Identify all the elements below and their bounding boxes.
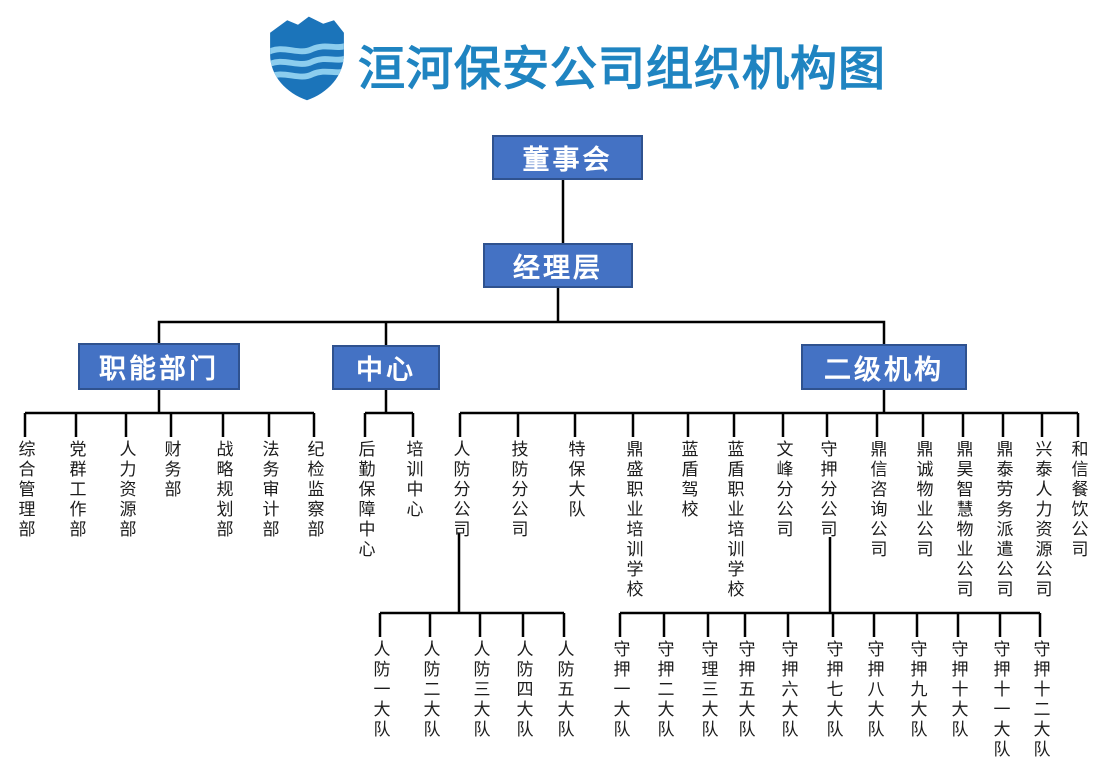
company-shield-logo-icon [270,16,344,101]
connector-center-rail [363,390,415,437]
node-board: 董事会 [492,135,643,180]
functional-dept-label: 法务审计部 [259,440,279,540]
renfang-team-label: 人防二大队 [420,640,440,740]
shouya-team-label: 守押七大队 [823,640,843,740]
functional-dept-label: 人力资源部 [116,440,136,540]
shouya-team-label: 守押二大队 [654,640,674,740]
secondary-org-label: 鼎昊智慧物业公司 [953,440,973,600]
secondary-org-label: 技防分公司 [508,440,528,540]
center-unit-label: 后勤保障中心 [355,440,375,560]
node-centers: 中心 [332,345,440,390]
secondary-org-label: 文峰分公司 [773,440,793,540]
shouya-team-label: 守押五大队 [735,640,755,740]
shouya-team-label: 守押十二大队 [1030,640,1050,760]
renfang-team-label: 人防一大队 [370,640,390,740]
functional-dept-label: 综合管理部 [15,440,35,540]
connector-secondary-rail [458,390,1080,437]
secondary-org-label: 特保大队 [565,440,585,520]
shouya-team-label: 守理三大队 [698,640,718,740]
secondary-org-label: 鼎诚物业公司 [913,440,933,560]
functional-dept-label: 党群工作部 [66,440,86,540]
secondary-org-label: 蓝盾职业培训学校 [724,440,744,600]
shouya-team-label: 守押十一大队 [990,640,1010,760]
renfang-team-label: 人防四大队 [513,640,533,740]
secondary-org-label: 鼎盛职业培训学校 [623,440,643,600]
renfang-team-label: 人防三大队 [470,640,490,740]
connector-functional-rail [23,390,316,437]
shouya-team-label: 守押九大队 [907,640,927,740]
node-management: 经理层 [483,243,633,288]
shouya-team-label: 守押十大队 [948,640,968,740]
secondary-org-label: 鼎信咨询公司 [867,440,887,560]
node-functional-departments: 职能部门 [78,343,240,390]
secondary-org-label: 鼎泰劳务派遣公司 [993,440,1013,600]
secondary-org-label: 兴泰人力资源公司 [1032,440,1052,600]
connector-renfang-rail [378,533,566,637]
shouya-team-label: 守押六大队 [778,640,798,740]
secondary-org-label: 人防分公司 [450,440,470,540]
connector-shouya-rail [618,537,1042,637]
renfang-team-label: 人防五大队 [554,640,574,740]
node-secondary-organizations: 二级机构 [801,344,967,390]
connector-management-branches [157,288,886,345]
secondary-org-label: 和信餐饮公司 [1068,440,1088,560]
functional-dept-label: 财务部 [161,440,181,500]
shouya-team-label: 守押八大队 [864,640,884,740]
functional-dept-label: 战略规划部 [213,440,233,540]
page-title: 洹河保安公司组织机构图 [358,42,886,95]
center-unit-label: 培训中心 [403,440,423,520]
secondary-org-label: 守押分公司 [817,440,837,540]
functional-dept-label: 纪检监察部 [304,440,324,540]
shouya-team-label: 守押一大队 [610,640,630,740]
secondary-org-label: 蓝盾驾校 [678,440,698,520]
